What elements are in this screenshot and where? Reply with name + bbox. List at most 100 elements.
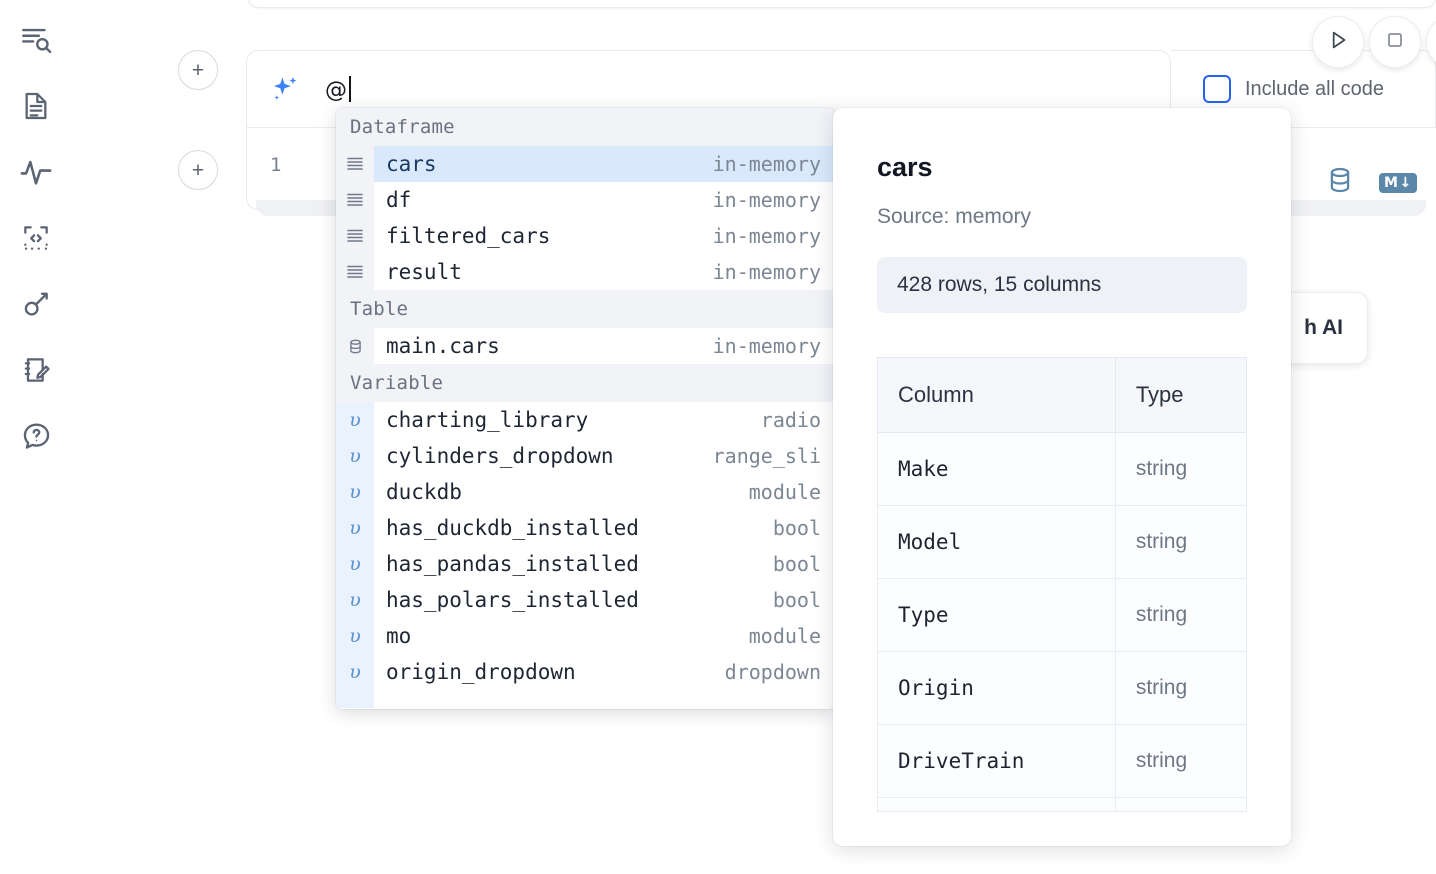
autocomplete-item-kind: bool <box>772 588 821 612</box>
cell-column-name: Type <box>877 578 1116 652</box>
autocomplete-item-result[interactable]: result in-memory <box>336 254 835 290</box>
variable-v-icon: υ <box>336 654 374 690</box>
run-button[interactable] <box>1312 16 1364 68</box>
autocomplete-item-kind: in-memory <box>712 152 835 176</box>
variable-v-icon: υ <box>336 510 374 546</box>
autocomplete-item-kind: dropdown <box>724 660 821 684</box>
ai-prompt-input[interactable]: @ <box>325 75 351 103</box>
database-icon <box>336 328 374 364</box>
autocomplete-item-has-polars-installed[interactable]: υ has_polars_installed bool <box>336 582 835 618</box>
variable-v-icon <box>336 690 374 708</box>
autocomplete-item-label: filtered_cars <box>386 224 551 248</box>
autocomplete-item-partial[interactable] <box>336 690 835 708</box>
cell-column-type: string <box>1114 578 1248 652</box>
autocomplete-item-cars[interactable]: cars in-memory <box>336 146 835 182</box>
variable-v-icon: υ <box>336 582 374 618</box>
autocomplete-item-filtered-cars[interactable]: filtered_cars in-memory <box>336 218 835 254</box>
autocomplete-popup[interactable]: Dataframe cars in-memory df in-memory <box>336 108 835 709</box>
markdown-icon[interactable]: M↓ <box>1379 172 1417 193</box>
autocomplete-item-kind: module <box>748 624 821 648</box>
autocomplete-item-mo[interactable]: υ mo module <box>336 618 835 654</box>
file-explorer-search-icon <box>19 23 53 57</box>
database-icon[interactable] <box>1325 165 1355 200</box>
stop-button[interactable] <box>1369 16 1421 68</box>
add-cell-button-top[interactable]: + <box>178 50 218 90</box>
autocomplete-item-label: origin_dropdown <box>386 660 576 684</box>
add-cell-button-bottom[interactable]: + <box>178 150 218 190</box>
sidebar-item-notebook[interactable] <box>14 84 58 128</box>
cell-column-name: DriveTrain <box>877 724 1116 798</box>
dataframe-lines-icon <box>336 218 374 254</box>
variable-v-icon: υ <box>336 474 374 510</box>
sidebar-item-scratchpad[interactable] <box>14 348 58 392</box>
preview-shape-badge: 428 rows, 15 columns <box>877 257 1247 313</box>
autocomplete-item-kind: in-memory <box>712 260 821 284</box>
autocomplete-item-kind: bool <box>772 552 821 576</box>
preview-title: cars <box>877 152 933 182</box>
sidebar-item-snippets[interactable] <box>14 216 58 260</box>
autocomplete-item-origin-dropdown[interactable]: υ origin_dropdown dropdown <box>336 654 835 690</box>
autocomplete-item-label: charting_library <box>386 408 589 432</box>
autocomplete-item-df[interactable]: df in-memory <box>336 182 835 218</box>
table-row: Make string <box>877 432 1248 506</box>
variable-v-icon: υ <box>336 402 374 438</box>
include-all-code-checkbox[interactable] <box>1203 75 1231 103</box>
cell-column-type: string <box>1114 651 1248 725</box>
code-line-number: 1 <box>270 154 282 176</box>
key-icon <box>20 288 53 321</box>
cell-column-type: string <box>1114 724 1248 798</box>
cell-column-type: string <box>1114 432 1248 506</box>
sidebar-item-activity[interactable] <box>14 150 58 194</box>
plus-icon: + <box>191 58 205 82</box>
autocomplete-item-label: has_duckdb_installed <box>386 516 639 540</box>
scratchpad-edit-icon <box>20 354 52 386</box>
cell-column-name: Make <box>877 432 1116 506</box>
autocomplete-item-label: cars <box>386 152 437 176</box>
autocomplete-item-label: cylinders_dropdown <box>386 444 614 468</box>
variable-v-icon: υ <box>336 438 374 474</box>
autocomplete-item-kind: in-memory <box>712 334 821 358</box>
table-row: Type string <box>877 578 1248 652</box>
cell-column-type: string <box>1114 505 1248 579</box>
stop-square-icon <box>1383 28 1407 57</box>
autocomplete-item-kind: radio <box>760 408 821 432</box>
plus-icon: + <box>191 158 205 182</box>
sidebar-item-secrets[interactable] <box>14 282 58 326</box>
previous-cell-card <box>248 0 1436 8</box>
text-caret <box>348 75 351 102</box>
preview-source: Source: memory <box>877 205 1032 228</box>
autocomplete-item-label: has_pandas_installed <box>386 552 639 576</box>
autocomplete-item-label: has_polars_installed <box>386 588 639 612</box>
dataframe-lines-icon <box>336 182 374 218</box>
autocomplete-item-charting-library[interactable]: υ charting_library radio <box>336 402 835 438</box>
autocomplete-section-header: Variable <box>336 364 835 402</box>
autocomplete-item-label: mo <box>386 624 412 648</box>
document-icon <box>20 90 52 122</box>
table-row-partial <box>877 797 1248 812</box>
variable-v-icon: υ <box>336 546 374 582</box>
autocomplete-item-kind: range_sli <box>712 444 821 468</box>
autocomplete-item-main-cars[interactable]: main.cars in-memory <box>336 328 835 364</box>
autocomplete-item-kind: module <box>748 480 821 504</box>
sparkles-icon <box>269 72 303 106</box>
sidebar-rail <box>0 0 72 874</box>
autocomplete-item-cylinders-dropdown[interactable]: υ cylinders_dropdown range_sli <box>336 438 835 474</box>
cell-toolbar: M↓ <box>1325 165 1417 200</box>
sidebar-item-help[interactable] <box>14 414 58 458</box>
autocomplete-item-label: duckdb <box>386 480 462 504</box>
autocomplete-item-duckdb[interactable]: υ duckdb module <box>336 474 835 510</box>
table-header-row: Column Type <box>877 357 1248 433</box>
column-header-column: Column <box>877 357 1116 433</box>
autocomplete-item-label: main.cars <box>386 334 500 358</box>
play-icon <box>1325 27 1351 58</box>
dataframe-preview-card: cars Source: memory 428 rows, 15 columns… <box>833 108 1291 846</box>
autocomplete-section-header: Table <box>336 290 835 328</box>
cell-column-name: Model <box>877 505 1116 579</box>
autocomplete-item-label: df <box>386 188 412 212</box>
autocomplete-item-kind: bool <box>772 516 821 540</box>
autocomplete-item-has-pandas-installed[interactable]: υ has_pandas_installed bool <box>336 546 835 582</box>
sidebar-item-explore[interactable] <box>14 18 58 62</box>
autocomplete-item-has-duckdb-installed[interactable]: υ has_duckdb_installed bool <box>336 510 835 546</box>
help-chat-icon <box>20 420 53 453</box>
